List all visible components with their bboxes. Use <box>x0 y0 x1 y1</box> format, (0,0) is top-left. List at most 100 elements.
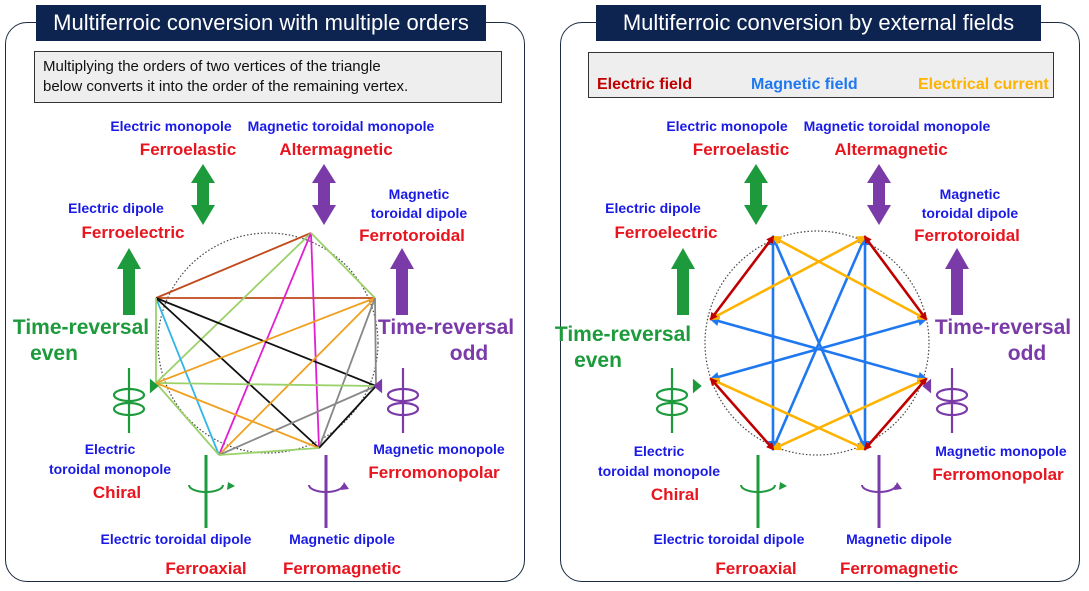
label-time-reversal-even-2: even <box>30 342 78 365</box>
label-electric-toroidal-monopole-1: Electric <box>84 441 136 457</box>
double-arrow-icon <box>744 164 768 225</box>
label-magnetic-toroidal-monopole: Magnetic toroidal monopole <box>803 118 991 134</box>
label-time-reversal-even-1: Time-reversal <box>554 323 692 346</box>
label-time-reversal-even-2: even <box>574 349 622 372</box>
label-electric-monopole: Electric monopole <box>666 118 788 134</box>
note-box: Multiplying the orders of two vertices o… <box>34 51 502 103</box>
legend-magnetic-field: Magnetic field <box>751 76 858 93</box>
rotation-arrow-icon <box>373 368 420 433</box>
label-magnetic-toroidal-dipole-1: Magnetic <box>388 186 450 202</box>
label-electric-toroidal-monopole-2: toroidal monopole <box>48 461 172 477</box>
left-panel: Multiferroic conversion with multiple or… <box>5 5 525 582</box>
label-magnetic-toroidal-dipole-2: toroidal dipole <box>921 205 1019 221</box>
label-ferromonopolar: Ferromonopolar <box>368 463 500 482</box>
note-line: below converts it into the order of the … <box>43 78 409 95</box>
conversion-line <box>374 297 377 387</box>
conversion-line <box>155 297 377 387</box>
label-ferroaxial: Ferroaxial <box>715 559 797 578</box>
legend-electrical-current: Electrical current <box>918 76 1049 93</box>
label-electric-toroidal-monopole-2: toroidal monopole <box>597 463 721 479</box>
conversion-line <box>218 447 320 456</box>
label-electric-toroidal-dipole: Electric toroidal dipole <box>100 531 252 547</box>
left-diagram <box>112 164 420 528</box>
label-ferrotoroidal: Ferrotoroidal <box>359 226 465 245</box>
field-arrows <box>709 235 928 451</box>
label-magnetic-toroidal-dipole-1: Magnetic <box>939 186 1001 202</box>
electrical-current-arrow <box>709 235 867 321</box>
conversion-line <box>218 385 377 456</box>
label-time-reversal-odd-1: Time-reversal <box>377 316 515 339</box>
double-arrow-icon <box>867 164 891 225</box>
conversion-lines <box>155 232 377 456</box>
conversion-line <box>310 232 320 449</box>
conversion-line <box>155 382 320 449</box>
rotation-arrow-icon <box>112 368 159 433</box>
electric-field-arrow <box>709 235 775 321</box>
label-ferroelastic: Ferroelastic <box>692 140 790 159</box>
panel-title: Multiferroic conversion by external fiel… <box>596 5 1041 41</box>
label-magnetic-monopole: Magnetic monopole <box>373 441 505 457</box>
label-magnetic-toroidal-dipole-2: toroidal dipole <box>370 205 468 221</box>
conversion-line <box>318 385 377 449</box>
left-circle <box>157 232 379 454</box>
legend-electric-field: Electric field <box>597 76 693 93</box>
label-altermagnetic: Altermagnetic <box>279 140 393 159</box>
conversion-line <box>155 297 376 384</box>
double-arrow-icon <box>312 164 336 225</box>
double-arrow-icon <box>191 164 215 225</box>
conversion-line <box>218 232 312 456</box>
rotation-arrow-icon <box>740 455 787 528</box>
electrical-current-arrow <box>771 235 928 321</box>
label-electric-dipole: Electric dipole <box>605 200 701 216</box>
label-ferroaxial: Ferroaxial <box>165 559 247 578</box>
conversion-line <box>155 382 377 387</box>
label-electric-dipole: Electric dipole <box>68 200 164 216</box>
panel-title: Multiferroic conversion with multiple or… <box>36 5 486 41</box>
right-circle <box>704 230 930 456</box>
label-magnetic-monopole: Magnetic monopole <box>935 443 1067 459</box>
label-ferroelectric: Ferroelectric <box>614 223 718 242</box>
magnetic-field-arrow <box>709 316 928 382</box>
conversion-line <box>218 297 376 456</box>
conversion-line <box>310 232 376 299</box>
label-time-reversal-even-1: Time-reversal <box>12 316 150 339</box>
label-magnetic-dipole: Magnetic dipole <box>846 531 952 547</box>
up-arrow-icon <box>390 248 414 315</box>
rotation-arrow-icon <box>861 455 902 528</box>
label-electric-toroidal-monopole-1: Electric <box>633 443 685 459</box>
label-altermagnetic: Altermagnetic <box>834 140 948 159</box>
label-electric-monopole: Electric monopole <box>110 118 232 134</box>
conversion-line <box>155 232 312 384</box>
label-time-reversal-odd-1: Time-reversal <box>934 316 1072 339</box>
right-diagram <box>614 60 1015 528</box>
label-ferromagnetic: Ferromagnetic <box>839 559 959 578</box>
label-ferromagnetic: Ferromagnetic <box>282 559 402 578</box>
conversion-line <box>155 232 312 299</box>
conversion-line <box>155 297 220 456</box>
electric-field-arrow <box>709 377 775 451</box>
electrical-current-arrow <box>709 377 867 451</box>
label-ferroelectric: Ferroelectric <box>81 223 185 242</box>
up-arrow-icon <box>117 248 141 315</box>
conversion-line <box>155 382 220 456</box>
right-panel: Multiferroic conversion by external fiel… <box>555 5 1080 582</box>
note-line: Multiplying the orders of two vertices o… <box>43 58 381 75</box>
label-ferroelastic: Ferroelastic <box>139 140 237 159</box>
label-electric-toroidal-dipole: Electric toroidal dipole <box>653 531 805 547</box>
label-ferromonopolar: Ferromonopolar <box>932 465 1064 484</box>
rotation-arrow-icon <box>308 455 349 528</box>
legend: Electric field Magnetic field Electrical… <box>588 52 1054 98</box>
label-time-reversal-odd-2: odd <box>449 342 489 365</box>
rotation-arrow-icon <box>922 368 969 433</box>
label-magnetic-toroidal-monopole: Magnetic toroidal monopole <box>247 118 435 134</box>
label-chiral: Chiral <box>92 483 142 502</box>
electric-field-arrow <box>863 235 928 321</box>
rotation-arrow-icon <box>188 455 235 528</box>
conversion-line <box>318 297 376 449</box>
label-magnetic-dipole: Magnetic dipole <box>289 531 395 547</box>
up-arrow-icon <box>671 248 695 315</box>
rotation-arrow-icon <box>655 368 702 433</box>
electric-field-arrow <box>863 377 928 451</box>
label-chiral: Chiral <box>650 485 700 504</box>
label-ferrotoroidal: Ferrotoroidal <box>914 226 1020 245</box>
